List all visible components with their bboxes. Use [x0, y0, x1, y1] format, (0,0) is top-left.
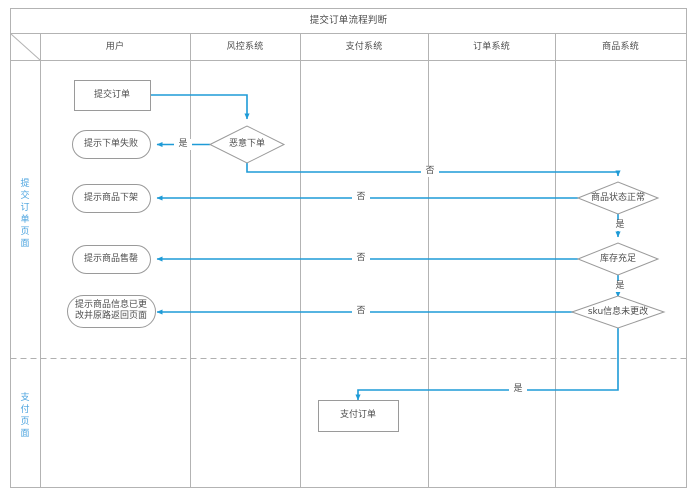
- column-header-user: 用户: [105, 42, 125, 52]
- node-malicious-order: [208, 125, 286, 164]
- node-item-status-ok: [576, 181, 660, 215]
- edge-submit-to-malicious: [150, 94, 250, 120]
- edge-label-yes-item-status: 是: [611, 220, 629, 231]
- node-pay-order: [318, 400, 399, 432]
- node-tip-order-failed: [72, 130, 151, 159]
- node-stock-enough: [576, 242, 660, 276]
- column-header-risk-system: 风控系统: [226, 42, 264, 52]
- edge-label-no-item-status: 否: [352, 192, 370, 203]
- node-label-tip-item-changed-line2[interactable]: 改并原路返回页面: [74, 311, 147, 321]
- node-label-pay-order[interactable]: 支付订单: [339, 410, 376, 420]
- node-shapes: [67, 80, 666, 432]
- phase-label-payment-page: 支付页面: [20, 393, 30, 439]
- edge-sku-yes: [355, 328, 619, 401]
- diagram-title: 提交订单流程判断: [309, 15, 388, 26]
- node-tip-item-offshelf: [72, 184, 151, 213]
- node-label-stock-enough[interactable]: 库存充足: [599, 254, 636, 264]
- node-label-tip-item-soldout[interactable]: 提示商品售罄: [83, 254, 138, 264]
- phase-label-submit-order-page: 提交订单页面: [20, 179, 30, 249]
- column-header-order-system: 订单系统: [473, 42, 510, 52]
- node-label-item-status-ok[interactable]: 商品状态正常: [590, 193, 645, 203]
- edge-label-yes-malicious: 是: [174, 139, 192, 150]
- edge-label-yes-sku: 是: [509, 384, 527, 395]
- column-header-payment-system: 支付系统: [345, 42, 383, 52]
- node-label-submit-order[interactable]: 提交订单: [93, 90, 130, 100]
- node-label-malicious-order[interactable]: 恶意下单: [228, 139, 265, 149]
- node-label-tip-item-offshelf[interactable]: 提示商品下架: [83, 193, 138, 203]
- edge-label-no-sku: 否: [352, 306, 370, 317]
- edge-label-no-stock: 否: [352, 253, 370, 264]
- node-label-tip-item-changed-line1[interactable]: 提示商品信息已更: [74, 300, 147, 310]
- edge-label-yes-stock: 是: [611, 281, 629, 292]
- node-label-sku-unchanged[interactable]: sku信息未更改: [587, 307, 649, 317]
- node-tip-item-changed: [67, 295, 156, 328]
- node-sku-unchanged: [570, 295, 666, 329]
- node-tip-item-soldout: [72, 245, 151, 274]
- column-header-product-system: 商品系统: [602, 42, 639, 52]
- edge-label-no-malicious: 否: [421, 166, 439, 177]
- node-submit-order: [74, 80, 151, 111]
- node-label-tip-order-failed[interactable]: 提示下单失败: [83, 139, 138, 149]
